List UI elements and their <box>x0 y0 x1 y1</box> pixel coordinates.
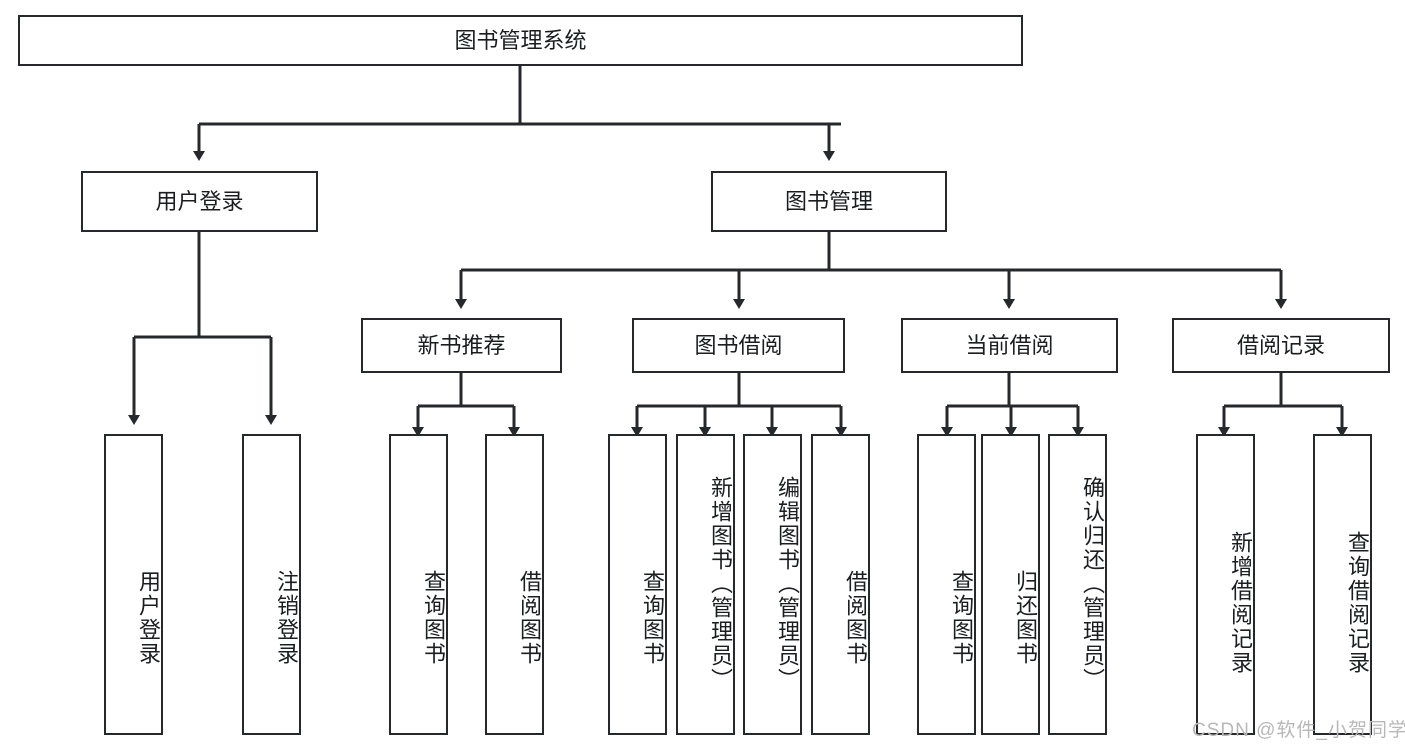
node-borrow-record-label: 借阅记录 <box>1236 332 1325 358</box>
leaf-current-borrow-return-label: 归还图书 <box>1013 569 1038 666</box>
leaf-book-borrow-edit[interactable]: 编辑图书（管理员） <box>743 434 802 735</box>
node-current-borrow[interactable]: 当前借阅 <box>901 318 1118 373</box>
leaf-book-borrow-add-label: 新增图书（管理员） <box>708 475 733 692</box>
leaf-book-borrow-query[interactable]: 查询图书 <box>608 434 667 735</box>
leaf-borrow-record-add-label: 新增借阅记录 <box>1228 530 1253 675</box>
node-book-borrow[interactable]: 图书借阅 <box>632 318 845 373</box>
leaf-book-borrow-add[interactable]: 新增图书（管理员） <box>676 434 735 735</box>
leaf-user-login-logout[interactable]: 注销登录 <box>242 434 301 735</box>
node-book-management-label: 图书管理 <box>784 188 873 214</box>
leaf-current-borrow-confirm[interactable]: 确认归还（管理员） <box>1048 434 1107 735</box>
leaf-new-book-query[interactable]: 查询图书 <box>389 434 448 735</box>
leaf-book-borrow-borrow-label: 借阅图书 <box>843 569 868 666</box>
node-book-borrow-label: 图书借阅 <box>694 332 783 358</box>
node-new-book-recommend-label: 新书推荐 <box>417 332 506 358</box>
leaf-user-login-logout-label: 注销登录 <box>274 569 299 666</box>
leaf-user-login-login-label: 用户登录 <box>136 569 161 666</box>
leaf-current-borrow-return[interactable]: 归还图书 <box>981 434 1040 735</box>
leaf-current-borrow-confirm-label: 确认归还（管理员） <box>1080 475 1105 692</box>
leaf-borrow-record-query[interactable]: 查询借阅记录 <box>1313 434 1372 735</box>
leaf-borrow-record-add[interactable]: 新增借阅记录 <box>1196 434 1255 735</box>
node-new-book-recommend[interactable]: 新书推荐 <box>361 318 562 373</box>
node-root[interactable]: 图书管理系统 <box>18 15 1023 66</box>
leaf-user-login-login[interactable]: 用户登录 <box>104 434 163 735</box>
node-book-management[interactable]: 图书管理 <box>711 171 947 232</box>
node-current-borrow-label: 当前借阅 <box>965 332 1054 358</box>
leaf-new-book-borrow[interactable]: 借阅图书 <box>485 434 544 735</box>
leaf-new-book-borrow-label: 借阅图书 <box>517 569 542 666</box>
leaf-current-borrow-query-label: 查询图书 <box>949 569 974 666</box>
node-root-label: 图书管理系统 <box>454 27 587 53</box>
node-user-login-label: 用户登录 <box>155 188 244 214</box>
leaf-new-book-query-label: 查询图书 <box>421 569 446 666</box>
node-borrow-record[interactable]: 借阅记录 <box>1172 318 1390 373</box>
leaf-book-borrow-query-label: 查询图书 <box>640 569 665 666</box>
leaf-current-borrow-query[interactable]: 查询图书 <box>917 434 976 735</box>
node-user-login[interactable]: 用户登录 <box>81 171 318 232</box>
leaf-borrow-record-query-label: 查询借阅记录 <box>1345 530 1370 675</box>
leaf-book-borrow-edit-label: 编辑图书（管理员） <box>775 475 800 692</box>
leaf-book-borrow-borrow[interactable]: 借阅图书 <box>811 434 870 735</box>
